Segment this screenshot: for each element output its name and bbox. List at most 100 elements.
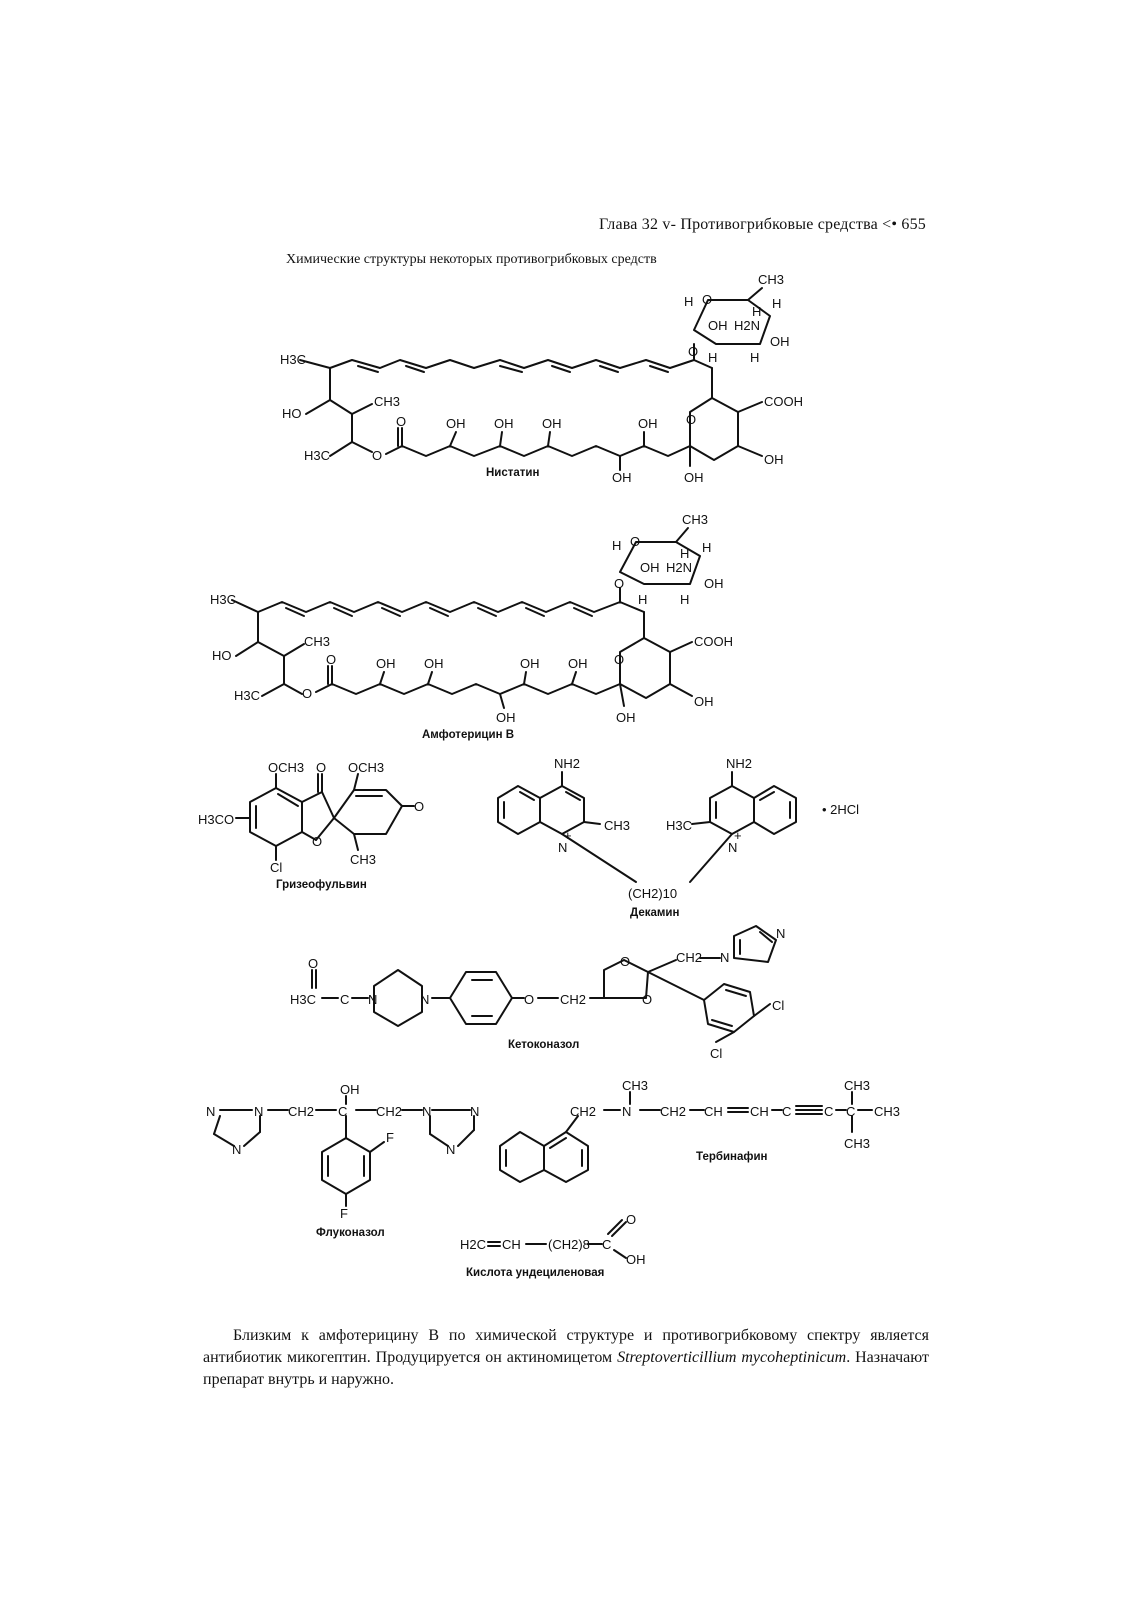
svg-text:N: N bbox=[254, 1104, 263, 1119]
svg-text:CH: CH bbox=[502, 1237, 521, 1252]
svg-text:H3C: H3C bbox=[280, 352, 306, 367]
svg-text:H3C: H3C bbox=[290, 992, 316, 1007]
svg-text:CH3: CH3 bbox=[758, 272, 784, 287]
svg-text:OH: OH bbox=[764, 452, 784, 467]
svg-text:H2N: H2N bbox=[666, 560, 692, 575]
svg-text:O: O bbox=[372, 448, 382, 463]
svg-text:Cl: Cl bbox=[270, 860, 282, 875]
svg-text:N: N bbox=[422, 1104, 431, 1119]
terbinafine-labels: CH3 CH2 N CH2 CH CH C C C CH3 CH3 CH3 Те… bbox=[570, 1078, 900, 1163]
svg-text:H: H bbox=[680, 546, 689, 561]
svg-text:N: N bbox=[206, 1104, 215, 1119]
svg-text:CH3: CH3 bbox=[844, 1136, 870, 1151]
svg-text:OH: OH bbox=[638, 416, 658, 431]
svg-text:H3CO: H3CO bbox=[198, 812, 234, 827]
svg-text:O: O bbox=[614, 576, 624, 591]
svg-text:O: O bbox=[614, 652, 624, 667]
svg-text:N: N bbox=[446, 1142, 455, 1157]
decamine-structure bbox=[497, 771, 797, 883]
amphotericin-structure bbox=[231, 527, 701, 709]
svg-text:(CH2)10: (CH2)10 bbox=[628, 886, 677, 901]
svg-text:NH2: NH2 bbox=[726, 756, 752, 771]
undecylenic-acid-structure bbox=[487, 1219, 627, 1259]
body-paragraph: Близким к амфотерицину В по химической с… bbox=[203, 1325, 929, 1391]
svg-text:CH2: CH2 bbox=[288, 1104, 314, 1119]
svg-text:H3C: H3C bbox=[210, 592, 236, 607]
svg-text:CH: CH bbox=[750, 1104, 769, 1119]
svg-text:N: N bbox=[776, 926, 785, 941]
svg-text:OH: OH bbox=[376, 656, 396, 671]
svg-text:O: O bbox=[414, 799, 424, 814]
svg-text:OH: OH bbox=[542, 416, 562, 431]
svg-text:CH: CH bbox=[704, 1104, 723, 1119]
svg-text:CH3: CH3 bbox=[374, 394, 400, 409]
svg-text:Кетоконазол: Кетоконазол bbox=[508, 1039, 579, 1051]
svg-text:COOH: COOH bbox=[764, 394, 803, 409]
svg-text:H: H bbox=[772, 296, 781, 311]
svg-text:Флуконазол: Флуконазол bbox=[316, 1227, 385, 1239]
svg-text:N: N bbox=[470, 1104, 479, 1119]
svg-text:Cl: Cl bbox=[710, 1046, 722, 1061]
svg-text:CH3: CH3 bbox=[682, 512, 708, 527]
fluconazole-structure bbox=[213, 1095, 475, 1207]
amphotericin-labels: H3C HO CH3 H3C O O OH OH OH OH OH O OH C… bbox=[210, 512, 733, 741]
svg-text:OH: OH bbox=[424, 656, 444, 671]
svg-text:O: O bbox=[316, 760, 326, 775]
svg-text:OH: OH bbox=[684, 470, 704, 485]
svg-text:N: N bbox=[232, 1142, 241, 1157]
svg-text:OH: OH bbox=[770, 334, 790, 349]
svg-text:O: O bbox=[396, 414, 406, 429]
paragraph-text-part2: . Назначают препарат внутрь и наружно. bbox=[203, 1349, 930, 1388]
svg-text:OH: OH bbox=[496, 710, 516, 725]
svg-text:H: H bbox=[702, 540, 711, 555]
svg-text:H2N: H2N bbox=[734, 318, 760, 333]
svg-text:O: O bbox=[630, 534, 640, 549]
svg-text:H: H bbox=[680, 592, 689, 607]
svg-text:N: N bbox=[720, 950, 729, 965]
griseofulvin-labels: OCH3 O OCH3 O H3CO O Cl CH3 Гризеофульви… bbox=[198, 760, 424, 891]
figure-caption: Химические структуры некоторых противогр… bbox=[286, 252, 657, 267]
svg-text:Кислота ундециленовая: Кислота ундециленовая bbox=[466, 1267, 604, 1279]
svg-text:CH3: CH3 bbox=[622, 1078, 648, 1093]
nystatin-structure bbox=[299, 287, 771, 471]
svg-text:O: O bbox=[642, 992, 652, 1007]
undecylenic-acid-labels: O H2C CH (CH2)8 C OH Кислота ундециленов… bbox=[460, 1212, 646, 1279]
svg-text:HO: HO bbox=[282, 406, 302, 421]
svg-text:O: O bbox=[312, 834, 322, 849]
svg-text:O: O bbox=[308, 956, 318, 971]
svg-text:O: O bbox=[326, 652, 336, 667]
svg-text:O: O bbox=[626, 1212, 636, 1227]
griseofulvin-structure bbox=[235, 773, 415, 861]
svg-text:C: C bbox=[602, 1237, 611, 1252]
ketoconazole-structure bbox=[311, 925, 777, 1043]
svg-text:N: N bbox=[558, 840, 567, 855]
paragraph-text-part1: Близким к амфотерицину В по химической с… bbox=[203, 1327, 929, 1366]
svg-text:Cl: Cl bbox=[772, 998, 784, 1013]
svg-text:COOH: COOH bbox=[694, 634, 733, 649]
svg-text:F: F bbox=[340, 1206, 348, 1221]
svg-text:O: O bbox=[688, 344, 698, 359]
svg-text:O: O bbox=[686, 412, 696, 427]
svg-text:OH: OH bbox=[340, 1082, 360, 1097]
svg-text:H: H bbox=[684, 294, 693, 309]
svg-text:Гризеофульвин: Гризеофульвин bbox=[276, 879, 367, 891]
nystatin-labels: H3C HO CH3 H3C O O OH OH OH OH OH O OH C… bbox=[280, 272, 803, 485]
svg-text:CH2: CH2 bbox=[676, 950, 702, 965]
svg-text:OH: OH bbox=[640, 560, 660, 575]
svg-text:F: F bbox=[386, 1130, 394, 1145]
svg-text:(CH2)8: (CH2)8 bbox=[548, 1237, 590, 1252]
svg-text:Амфотерицин В: Амфотерицин В bbox=[422, 729, 514, 741]
svg-text:H3C: H3C bbox=[304, 448, 330, 463]
svg-text:CH3: CH3 bbox=[874, 1104, 900, 1119]
svg-text:H: H bbox=[708, 350, 717, 365]
svg-text:O: O bbox=[302, 686, 312, 701]
svg-text:CH2: CH2 bbox=[376, 1104, 402, 1119]
svg-text:+: + bbox=[564, 828, 572, 843]
svg-text:O: O bbox=[524, 992, 534, 1007]
svg-text:CH3: CH3 bbox=[304, 634, 330, 649]
svg-text:OH: OH bbox=[494, 416, 514, 431]
decamine-labels: NH2 NH2 + N CH3 H3C + N • 2HCl (CH2)10 Д… bbox=[554, 756, 859, 919]
svg-text:NH2: NH2 bbox=[554, 756, 580, 771]
svg-text:OH: OH bbox=[612, 470, 632, 485]
svg-text:• 2HCl: • 2HCl bbox=[822, 802, 859, 817]
